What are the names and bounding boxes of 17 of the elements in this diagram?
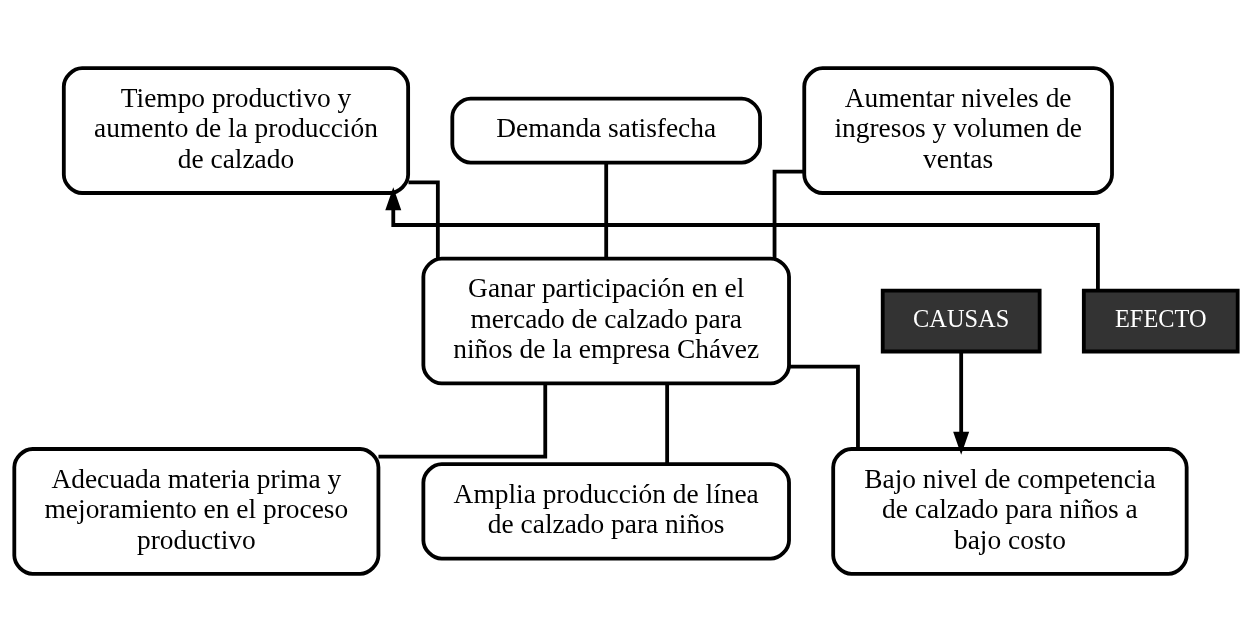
node-box: Demanda satisfecha bbox=[450, 96, 762, 164]
node-box: Bajo nivel de competencia de calzado para niños a bajo costo bbox=[831, 446, 1189, 576]
arrow bbox=[385, 186, 1100, 290]
connector bbox=[665, 383, 670, 464]
node-box: Ganar participación en el mercado de calzado para niños de la empresa Chávez bbox=[421, 256, 791, 385]
connector bbox=[604, 162, 609, 258]
node-box: Amplia producción de línea de calzado para niños bbox=[421, 461, 791, 561]
connector bbox=[408, 179, 440, 258]
node-box: Adecuada materia prima y mejoramiento en el proceso productivo bbox=[12, 446, 381, 576]
node-box: EFECTO bbox=[1081, 288, 1240, 353]
connector bbox=[378, 383, 548, 458]
connector bbox=[789, 364, 860, 449]
node-box: Tiempo productivo y aumento de la producción de calzado bbox=[61, 65, 411, 195]
node-box: Aumentar niveles de ingresos y volumen de ventas bbox=[802, 65, 1114, 195]
connector bbox=[772, 169, 805, 258]
node-box: CAUSAS bbox=[880, 288, 1042, 353]
arrow bbox=[953, 351, 970, 455]
